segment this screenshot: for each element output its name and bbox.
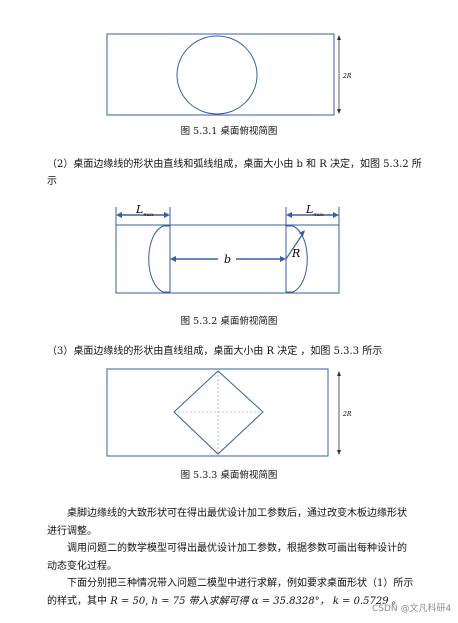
paragraph: 调用问题二的数学模型可得出最优设计加工参数，根据参数可画出每种设计的 [67,543,407,554]
arrow-right-icon [164,212,170,218]
paragraph-line: 动态变化过程。 [47,560,117,572]
figure-5-3-3: 2R [106,368,352,457]
radius-line [285,231,305,260]
arrow-left-icon [286,212,292,218]
watermark: CSDN @文凡科研4 [372,604,452,614]
right-arc [286,225,308,293]
paragraph-line: 的样式，其中 R = 50, h = 75 带入求解可得 α = 35.8328… [47,593,452,611]
arrow-up-icon [337,35,341,40]
text-line: 桌脚边缘线的大致形状可在得出最优设计加工参数后，通过改变木板边缘形状 [67,508,407,519]
arrow-left-icon [116,212,122,218]
paragraph-line: （3）桌面边缘线的形状由直线组成，桌面大小由 R 决定 ，如图 5.3.3 所示 [47,346,383,357]
figure-caption-2: 图 5.3.2 桌面俯视简图 [180,316,278,327]
paragraph: 下面分别把三种情况带入问题二模型中进行求解，例如要求桌面形状（1）所示 [67,578,414,589]
table-top-diamond [173,370,264,455]
left-arc [148,225,170,293]
arrow-right-icon [280,256,286,262]
arrow-up-icon [337,371,341,376]
r-label: R [291,247,300,260]
body-text: 桌脚边缘线的大致形状可在得出最优设计加工参数后，通过改变木板边缘形状 进行调整。… [47,505,452,610]
arrow-down-icon [337,109,341,114]
arrow-left-icon [170,256,176,262]
figure-caption-3: 图 5.3.3 桌面俯视简图 [180,470,278,481]
paragraph-line: （2）桌面边缘线的形状由直线和弧线组成，桌面大小由 b 和 R 决定，如图 5.… [47,159,422,170]
figure-5-3-1: 2R [106,33,352,116]
figure-caption-1: 图 5.3.1 桌面俯视简图 [180,126,278,137]
table-top-rectangle [106,368,329,457]
b-label: b [224,253,231,266]
arrow-right-icon [333,212,339,218]
arrow-up-right-icon [299,230,305,236]
text-run: 。 [388,595,402,607]
table-top-circle [176,35,258,115]
dimension-label: 2R [342,411,352,418]
paragraph-case-2: （2）桌面边缘线的形状由直线和弧线组成，桌面大小由 b 和 R 决定，如图 5.… [47,156,447,190]
table-top-rectangle [106,33,335,116]
table-top-rectangle [115,224,340,294]
figure-5-3-2: Lmax Lmax b R [115,203,340,294]
arrow-down-icon [337,450,341,455]
lmax-right-label: Lmax [305,203,324,218]
math-expression: R = 50, h = 75 带入求解可得 α = 35.8328°， k = … [110,595,389,607]
paragraph: 桌脚边缘线的大致形状可在得出最优设计加工参数后，通过改变木板边缘形状 [47,505,452,523]
text-run: 的样式，其中 [47,595,111,607]
paragraph-line: 进行调整。 [47,525,97,537]
lmax-left-label: Lmax [135,203,154,218]
dimension-label: 2R [342,73,352,80]
paragraph-line: 示 [47,176,57,187]
paragraph-case-3: （3）桌面边缘线的形状由直线组成，桌面大小由 R 决定 ，如图 5.3.3 所示 [47,343,447,360]
